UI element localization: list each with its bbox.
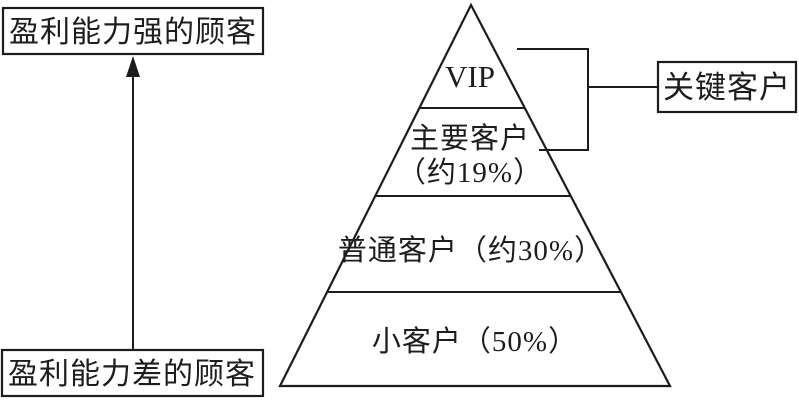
key-customer-label: 关键客户 (663, 70, 791, 105)
key-customer-box (656, 60, 798, 114)
callout-bracket (517, 48, 589, 151)
strong-profitability-box (1, 6, 265, 56)
tier-major-label: 主要客户 (410, 122, 530, 155)
tier-small-label: 小客户（50%） (372, 325, 578, 358)
tier-major-percent: （约19%） (397, 156, 543, 189)
strong-profitability-label: 盈利能力强的顾客 (9, 16, 257, 49)
tier-vip-label: VIP (445, 59, 495, 94)
weak-profitability-label: 盈利能力差的顾客 (8, 358, 256, 391)
weak-profitability-box (0, 348, 265, 398)
profitability-arrow-head-icon (126, 56, 140, 77)
tier-ordinary-label: 普通客户（约30%） (338, 234, 604, 267)
